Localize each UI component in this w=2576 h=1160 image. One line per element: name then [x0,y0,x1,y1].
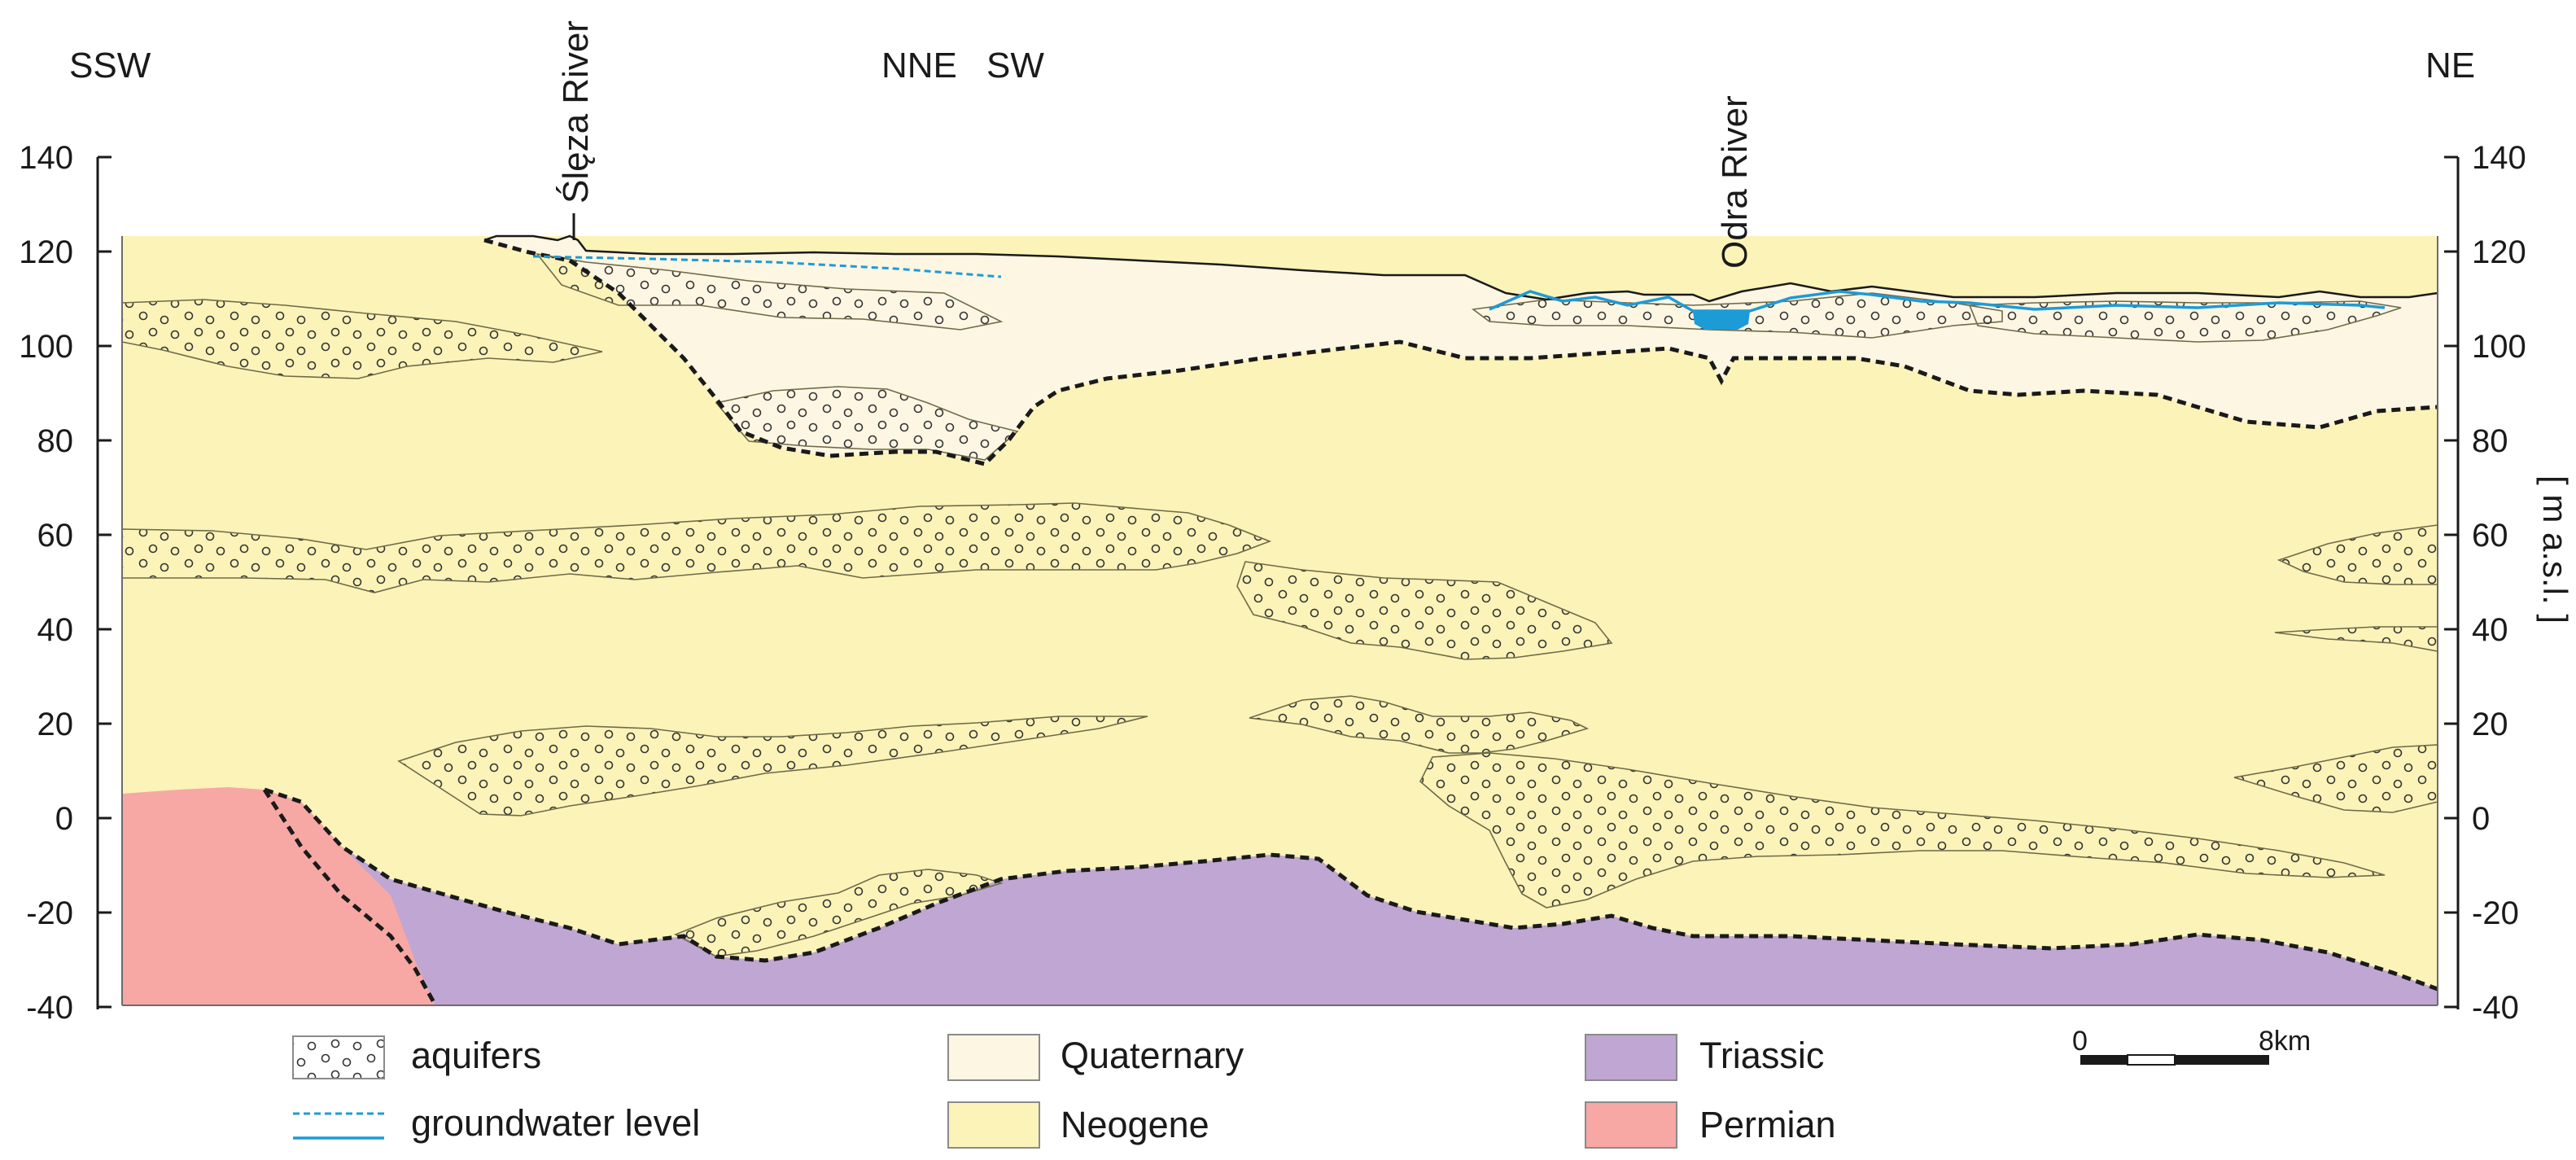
legend-quaternary-label: Quaternary [1061,1035,1244,1076]
left-tick-label: 100 [19,329,73,365]
scale-bar-segment-1 [2080,1055,2128,1065]
right-tick-label: 80 [2472,423,2508,459]
left-tick-label: 60 [37,518,74,554]
left-tick-label: -40 [26,990,73,1026]
permian-layer [122,787,435,1005]
aquifer-lens [121,502,1272,593]
groundwater-level-dashed [532,255,1002,278]
scale-bar-start-label: 0 [2072,1026,2088,1057]
aquifer-lens [1249,695,1590,754]
direction-label-ne: NE [2425,46,2475,85]
left-tick-label: -20 [26,895,73,931]
stratigraphic-boundaries [262,238,2438,1007]
right-tick-label: 0 [2472,801,2490,837]
axis-unit-label: [ m a.s.l. ] [2536,475,2574,624]
left-tick-label: 120 [19,234,73,270]
left-tick-label: 140 [19,140,73,176]
legend-triassic-label: Triassic [1699,1035,1824,1076]
right-tick-label: -40 [2472,990,2519,1026]
aquifer-lenses [121,252,2438,957]
left-tick-label: 40 [37,612,74,648]
scale-bar-segment-2 [2127,1054,2176,1066]
direction-label-sw: SW [986,46,1044,85]
scale-bar-end-label: 8km [2259,1026,2311,1057]
aquifer-lens [1968,300,2402,343]
quaternary-layer [484,236,2438,464]
right-tick-label: 100 [2472,329,2526,365]
legend-aquifers-label: aquifers [411,1035,541,1076]
ground-surface-line [483,234,2438,303]
aquifer-lens [121,299,603,379]
aquifer-lens [715,386,1019,461]
legend-neogene-swatch [947,1101,1040,1149]
right-tick-label: 40 [2472,612,2508,648]
right-tick-label: 120 [2472,234,2526,270]
legend-permian-swatch [1585,1101,1677,1149]
scale-bar: 0 8km [2072,1026,2311,1066]
odra-river-label: Odra River [1715,95,1755,269]
aquifer-lens [1236,561,1613,660]
legend-triassic-swatch [1585,1034,1677,1081]
sleza-river-label: Ślęza River [554,20,596,204]
left-tick-label: 20 [37,707,74,742]
left-axis [96,155,112,1009]
triassic-layer [265,790,2438,1005]
groundwater-level-solid [1489,290,2386,313]
right-axis-tick-labels: 140 120 100 80 60 40 20 0 -20 -40 [2472,140,2526,1026]
legend-aquifers-swatch [292,1035,385,1079]
aquifer-lens [397,716,1148,816]
legend-neogene-label: Neogene [1061,1104,1209,1145]
triassic-top-boundary [264,787,2438,991]
direction-label-ssw: SSW [69,46,151,85]
scale-bar-segment-3 [2175,1055,2269,1065]
legend-quaternary-swatch [947,1034,1040,1081]
left-tick-label: 80 [37,423,74,459]
right-tick-label: 20 [2472,707,2508,742]
quaternary-base-boundary [483,238,2438,466]
aquifer-lens [674,869,1004,957]
left-tick-label: 0 [55,801,73,837]
direction-label-nne: NNE [881,46,957,85]
right-tick-label: 60 [2472,518,2508,554]
permian-triassic-boundary [262,788,438,1007]
legend-groundwater-label: groundwater level [411,1102,700,1144]
aquifer-lens [1419,752,2386,908]
odra-river-water [1693,311,1750,330]
legend-permian-label: Permian [1699,1104,1836,1145]
legend: aquifers groundwater level Quaternary Ne… [292,1034,1836,1149]
right-tick-label: 140 [2472,140,2526,176]
right-axis [2444,155,2460,1009]
left-axis-tick-labels: 140 120 100 80 60 40 20 0 -20 -40 [19,140,73,1026]
right-tick-label: -20 [2472,895,2519,931]
